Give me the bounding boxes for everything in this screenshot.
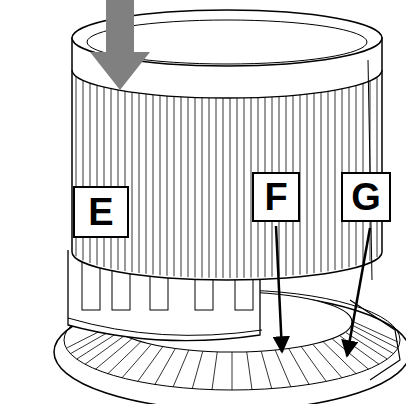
leader-line [347, 228, 370, 356]
callout-letter: F [252, 172, 300, 222]
callout-letter: G [341, 172, 391, 222]
callout-letter: E [73, 186, 129, 238]
callout-text: E [88, 193, 113, 231]
callout-text: G [351, 178, 381, 216]
push-arrow [90, 0, 150, 90]
callout-text: F [264, 178, 287, 216]
leader-line [276, 226, 282, 352]
